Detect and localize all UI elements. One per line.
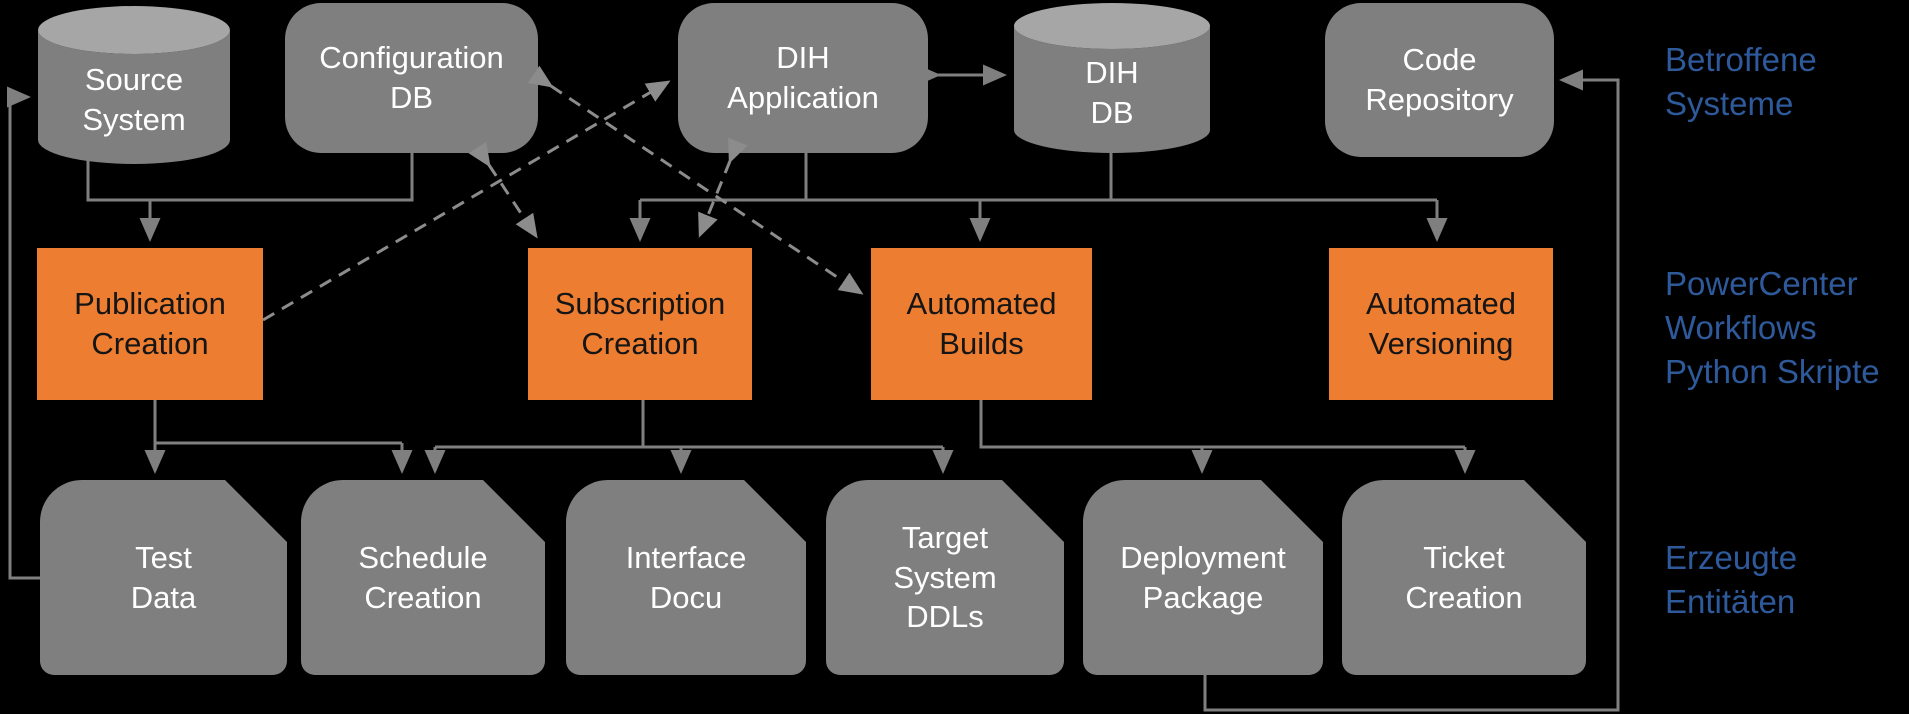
node-label: Code Repository xyxy=(1365,42,1514,117)
node-configuration-db: Configuration DB xyxy=(285,3,538,153)
node-test-data: Test Data xyxy=(40,480,287,675)
arrow-dashed-configdb-subscription xyxy=(468,141,538,239)
node-label: Deployment Package xyxy=(1120,539,1286,615)
node-label: Source System xyxy=(82,62,186,137)
node-subscription-creation: Subscription Creation xyxy=(528,248,752,400)
node-interface-docu: Interface Docu xyxy=(566,480,806,675)
node-automated-versioning: Automated Versioning xyxy=(1329,248,1553,400)
node-label: Subscription Creation xyxy=(554,286,726,361)
node-publication-creation: Publication Creation xyxy=(37,248,263,400)
label-powercenter-workflows: PowerCenter Workflows Python Skripte xyxy=(1665,265,1880,391)
node-label: Configuration DB xyxy=(319,40,504,115)
cylinder-shape xyxy=(38,6,230,164)
node-label: DIH Application xyxy=(727,40,879,115)
node-automated-builds: Automated Builds xyxy=(871,248,1092,400)
node-label: Schedule Creation xyxy=(358,539,488,615)
node-target-system-ddls: Target System DDLs xyxy=(826,480,1064,675)
node-label: Automated Builds xyxy=(906,286,1057,361)
label-betroffene-systeme: Betroffene Systeme xyxy=(1665,41,1817,123)
node-source-system: Source System xyxy=(38,6,230,164)
node-label: Automated Versioning xyxy=(1366,286,1516,361)
cylinder-shape xyxy=(1014,3,1210,153)
node-ticket-creation: Ticket Creation xyxy=(1342,480,1586,675)
node-label: Target System DDLs xyxy=(893,519,997,635)
arrow-dashed-dihapp-subscription xyxy=(698,137,748,238)
node-label: Interface Docu xyxy=(625,539,747,615)
node-dih-application: DIH Application xyxy=(678,3,928,153)
node-dih-db: DIH DB xyxy=(1014,3,1210,153)
label-erzeugte-entitaeten: Erzeugte Entitäten xyxy=(1665,539,1798,621)
arrow-builds-bus xyxy=(979,400,1465,449)
node-deployment-package: Deployment Package xyxy=(1083,480,1323,675)
node-label: Publication Creation xyxy=(74,286,226,361)
node-label: Test Data xyxy=(130,539,197,615)
node-label: DIH DB xyxy=(1085,55,1139,130)
node-code-repository: Code Repository xyxy=(1325,3,1554,157)
arrow-testdata-to-source-system xyxy=(7,86,40,580)
node-label: Ticket Creation xyxy=(1405,539,1523,615)
node-schedule-creation: Schedule Creation xyxy=(301,480,545,675)
